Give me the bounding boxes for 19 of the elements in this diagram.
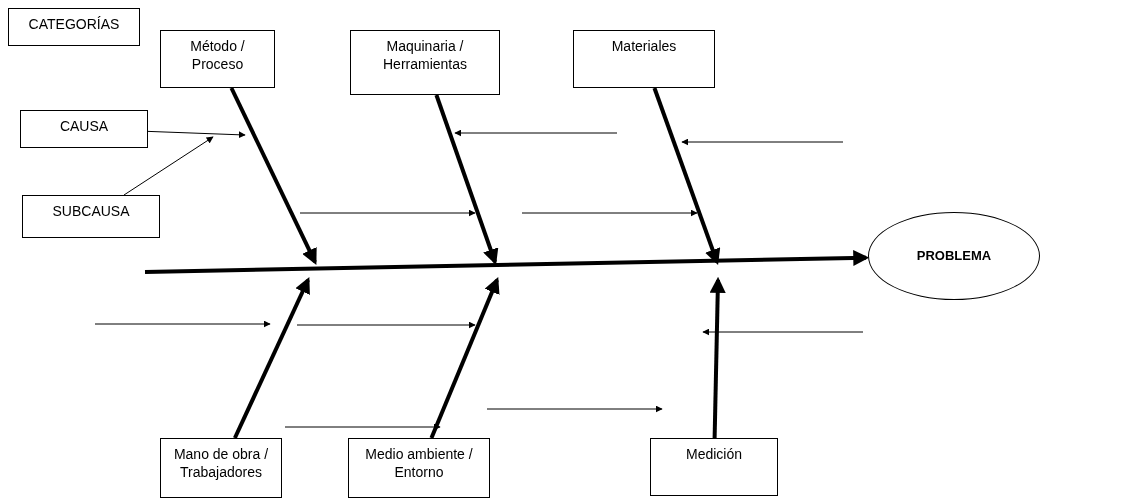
arrow bbox=[123, 136, 214, 196]
bone-arrow bbox=[229, 87, 317, 265]
subcause-box: SUBCAUSA bbox=[22, 195, 160, 238]
arrow bbox=[147, 130, 246, 139]
category-box: Mano de obra / Trabajadores bbox=[160, 438, 282, 498]
bone-arrow bbox=[429, 277, 500, 439]
label-box: CATEGORÍAS bbox=[8, 8, 140, 46]
problem-ellipse: PROBLEMA bbox=[868, 212, 1040, 300]
cause-box: CAUSA bbox=[20, 110, 148, 148]
category-box: Medio ambiente / Entorno bbox=[348, 438, 490, 498]
bone-arrow bbox=[144, 249, 870, 274]
category-box: Medición bbox=[650, 438, 778, 496]
bone-arrow bbox=[652, 87, 721, 265]
bone-arrow bbox=[709, 276, 726, 439]
category-box: Maquinaria / Herramientas bbox=[350, 30, 500, 95]
category-box: Materiales bbox=[573, 30, 715, 88]
category-box: Método / Proceso bbox=[160, 30, 275, 88]
bone-arrow bbox=[434, 94, 499, 265]
bone-arrow bbox=[233, 277, 310, 439]
